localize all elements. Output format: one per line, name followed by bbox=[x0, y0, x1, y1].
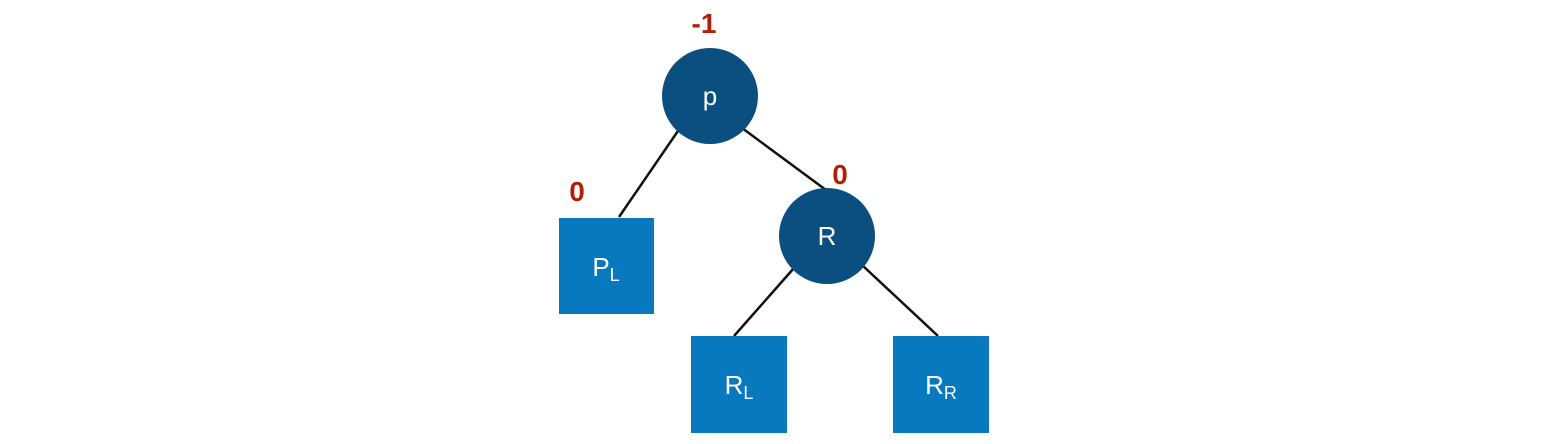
node-r bbox=[779, 188, 875, 284]
balance-r: 0 bbox=[832, 159, 848, 190]
node-rr bbox=[893, 336, 989, 433]
node-rr-label-sub: R bbox=[944, 383, 957, 403]
node-rl-label: RL bbox=[725, 370, 754, 403]
node-pl bbox=[559, 218, 654, 314]
edge-p-pl bbox=[617, 127, 682, 218]
balance-p: -1 bbox=[692, 8, 717, 39]
node-r-label: R bbox=[818, 221, 837, 251]
edge-p-r bbox=[741, 126, 827, 192]
node-rl bbox=[691, 336, 787, 433]
node-rr-label-main: R bbox=[925, 370, 944, 400]
edge-r-rl bbox=[733, 267, 795, 337]
balance-pl: 0 bbox=[569, 176, 585, 207]
node-pl-label-main: P bbox=[592, 252, 609, 282]
node-pl-label-sub: L bbox=[610, 265, 620, 285]
node-pl-label: PL bbox=[592, 252, 619, 285]
node-p bbox=[662, 48, 758, 144]
node-p-label: p bbox=[703, 81, 717, 111]
node-rr-label: RR bbox=[925, 370, 957, 403]
node-rl-label-main: R bbox=[725, 370, 744, 400]
edge-r-rr bbox=[861, 264, 939, 337]
node-rl-label-sub: L bbox=[743, 383, 753, 403]
